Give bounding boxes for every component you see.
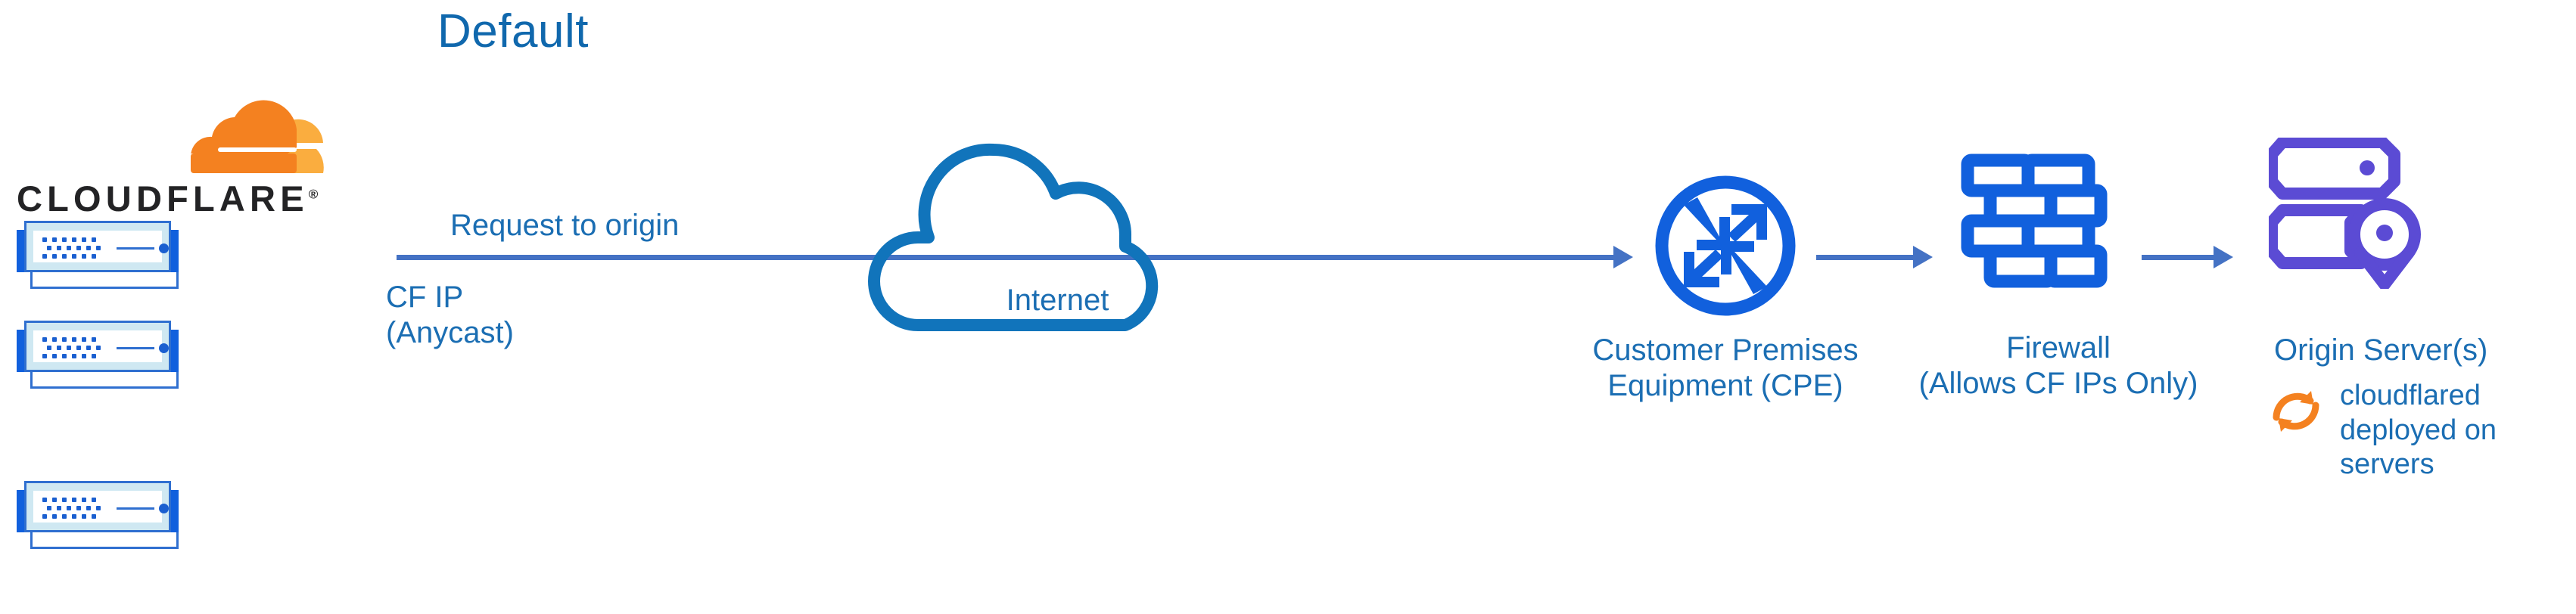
cloudflared-badge: cloudflared deployed on servers xyxy=(2266,380,2569,495)
server-panel xyxy=(33,491,169,523)
internet-label: Internet xyxy=(1006,284,1109,317)
server-body xyxy=(24,321,171,372)
server-status-led xyxy=(159,343,169,353)
cloud-icon xyxy=(836,106,1279,333)
arrow-edge-to-cpe-line xyxy=(397,255,1616,260)
server-body xyxy=(24,481,171,532)
server-status-led xyxy=(159,504,169,513)
request-to-origin-label: Request to origin xyxy=(450,209,680,242)
arrow-firewall-to-origin-line xyxy=(2142,255,2217,260)
server-panel xyxy=(33,231,169,262)
arrow-cpe-to-firewall-head xyxy=(1913,246,1933,268)
server-indicator-line xyxy=(117,507,154,510)
server-indicator-line xyxy=(117,247,154,250)
cloudflare-brand: CLOUDFLARE® xyxy=(17,95,334,219)
router-icon xyxy=(1650,170,1801,321)
server-vent-dots xyxy=(42,337,103,360)
wordmark-text: CLOUDFLARE xyxy=(17,178,309,219)
page-title: Default xyxy=(437,5,589,57)
brick-wall-icon xyxy=(1958,151,2110,302)
arrow-firewall-to-origin-head xyxy=(2214,246,2233,268)
rack-server-icon xyxy=(17,478,179,549)
cpe-label: Customer Premises Equipment (CPE) xyxy=(1592,333,1859,403)
origin-server-label: Origin Server(s) xyxy=(2274,333,2488,367)
server-with-location-pin-icon xyxy=(2266,136,2424,290)
server-panel xyxy=(33,330,169,362)
cloudflare-wordmark: CLOUDFLARE® xyxy=(17,178,334,219)
registered-mark: ® xyxy=(308,187,319,202)
cloudflared-label: cloudflared deployed on servers xyxy=(2340,380,2497,481)
rack-server-icon xyxy=(17,218,179,289)
arrow-edge-to-cpe-head xyxy=(1613,246,1633,268)
refresh-cycle-icon xyxy=(2266,382,2326,441)
firewall-label: Firewall (Allows CF IPs Only) xyxy=(1918,331,2198,401)
server-body xyxy=(24,221,171,272)
cf-ip-anycast-label: CF IP (Anycast) xyxy=(386,281,514,350)
cloudflare-cloud-logo-icon xyxy=(168,95,331,174)
rack-server-icon xyxy=(17,318,179,389)
server-vent-dots xyxy=(42,498,103,520)
arrow-cpe-to-firewall-line xyxy=(1816,255,1915,260)
server-status-led xyxy=(159,243,169,253)
server-vent-dots xyxy=(42,237,103,260)
server-indicator-line xyxy=(117,347,154,349)
